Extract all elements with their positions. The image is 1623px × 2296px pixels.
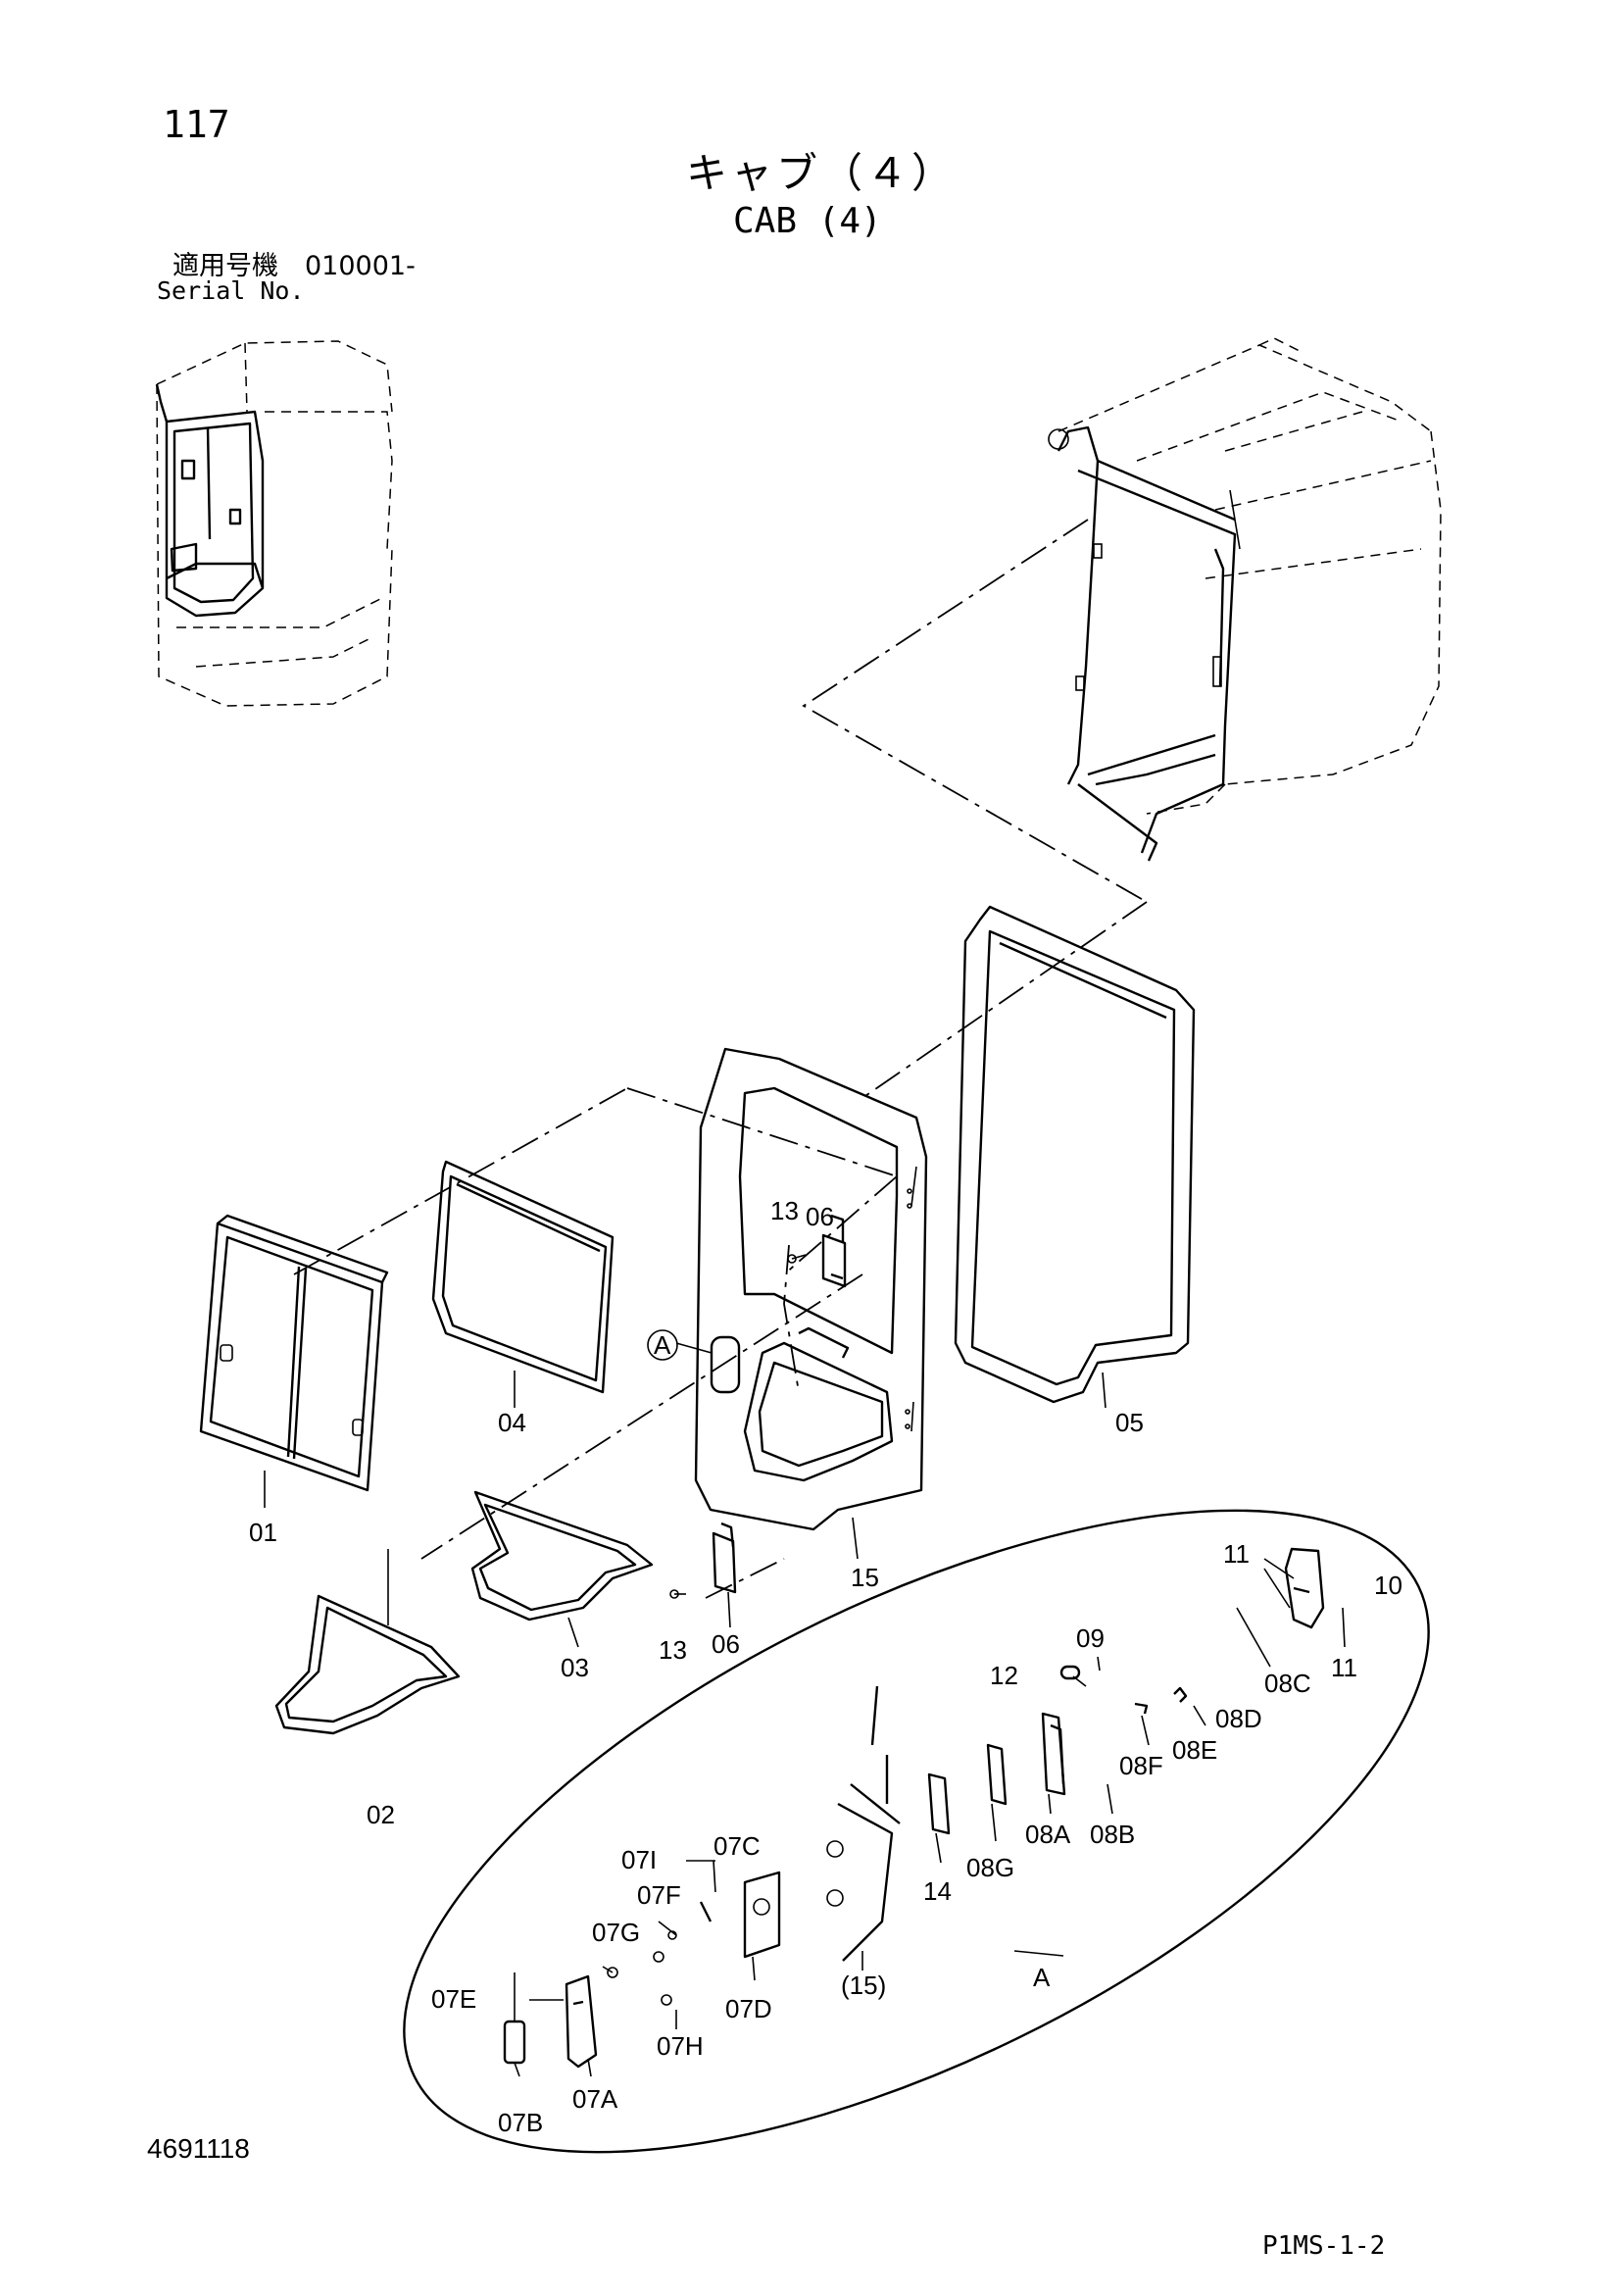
label-04: 04 [498,1408,526,1437]
label-07f: 07F [637,1880,681,1910]
cab-frame-illustration [1048,337,1442,862]
label-08d: 08D [1215,1704,1262,1733]
label-03: 03 [561,1653,589,1682]
label-08f: 08F [1119,1751,1163,1780]
label-08e: 08E [1172,1735,1217,1765]
label-07e: 07E [431,1984,476,2014]
label-06-lower: 06 [712,1629,740,1659]
label-06-upper: 06 [806,1202,834,1231]
page-reference: P1MS-1-2 [1262,2231,1386,2261]
label-07i: 07I [621,1845,657,1874]
label-02: 02 [367,1800,395,1829]
label-12: 12 [990,1661,1018,1690]
detail-a-latch-parts [503,1547,1325,2069]
title-japanese: キャブ（４） [686,149,958,197]
label-07c: 07C [713,1831,761,1861]
document-number: 4691118 [147,2133,250,2164]
part-01-sliding-window [199,1214,389,1492]
label-07d: 07D [725,1994,772,2023]
cab-overview-illustration [155,340,393,707]
part-04-weatherstrip [431,1160,615,1394]
label-14: 14 [923,1876,952,1906]
label-05: 05 [1115,1408,1144,1437]
detail-marker-a: A [654,1330,671,1360]
title-english: CAB (4) [733,201,882,241]
detail-label-a: A [1033,1963,1051,1992]
leader-lines [264,1254,1346,2077]
label-11-lower: 11 [1331,1653,1357,1682]
assembly-centerlines [293,519,1148,1599]
label-08b: 08B [1090,1820,1135,1849]
label-13-upper: 13 [770,1196,799,1225]
label-10: 10 [1374,1571,1402,1600]
label-08g: 08G [966,1853,1014,1882]
label-01: 01 [249,1518,277,1547]
label-09: 09 [1076,1623,1105,1653]
page-number: 117 [163,103,230,146]
label-07a: 07A [572,2084,618,2114]
parts-02-03-lower-seals [274,1490,654,1735]
part-05-door-seal [954,905,1196,1404]
part-06-hinges [669,1214,847,1599]
detail-a-ellipse [403,1509,1430,2154]
label-07h: 07H [657,2031,704,2061]
label-11-upper: 11 [1223,1539,1250,1569]
label-15: 15 [851,1563,879,1592]
serial-label-japanese: 適用号機 010001- [172,251,416,281]
label-08a: 08A [1025,1820,1071,1849]
label-08c: 08C [1264,1669,1311,1698]
label-07g: 07G [592,1918,640,1947]
part-labels: A 01 02 03 04 05 06 06 13 13 15 11 11 10… [249,1196,1402,2137]
part-15-door-frame [675,1047,928,1531]
label-07b: 07B [498,2108,543,2137]
label-15-reference: (15) [841,1971,886,2000]
label-13-lower: 13 [659,1635,687,1665]
serial-label-english: Serial No. [157,276,305,305]
